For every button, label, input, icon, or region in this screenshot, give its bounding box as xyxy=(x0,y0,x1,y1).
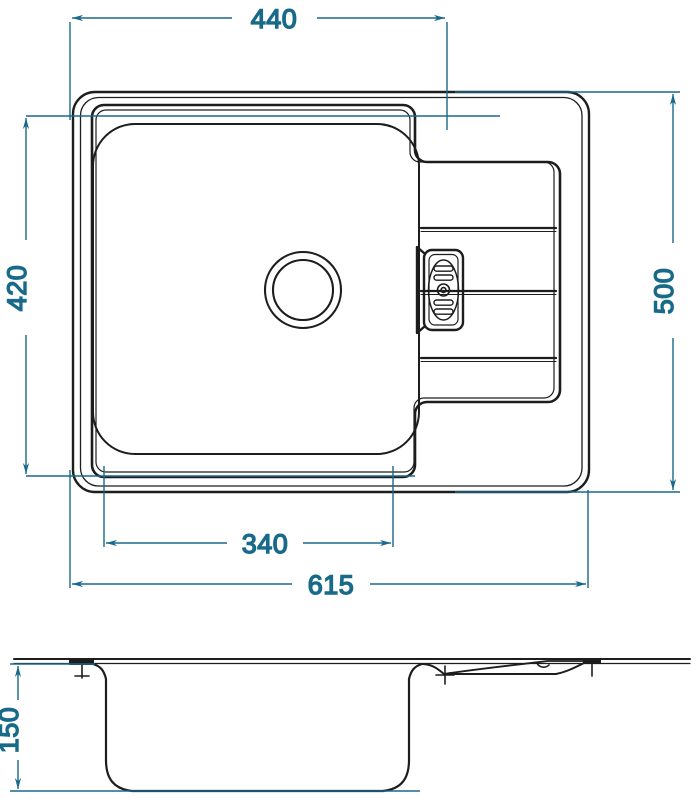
dim-615: 615 xyxy=(69,470,589,601)
plan-dimensions: 440 420 500 xyxy=(1,3,680,601)
overflow-cover xyxy=(415,245,465,335)
dim-500: 500 xyxy=(455,91,680,493)
section-drainboard-profile xyxy=(421,658,601,677)
dim-440: 440 xyxy=(69,3,448,130)
drainboard-ribs xyxy=(419,226,558,363)
drain-hole xyxy=(263,250,343,330)
section-bowl-profile xyxy=(91,662,424,793)
overflow-slots xyxy=(433,265,454,315)
dim-150: 150 xyxy=(0,663,420,792)
dim-615-label: 615 xyxy=(308,570,355,600)
dim-340: 340 xyxy=(103,466,394,560)
dim-440-label: 440 xyxy=(251,4,298,34)
plan-view xyxy=(71,90,591,494)
dim-420-label: 420 xyxy=(2,265,32,312)
section-view xyxy=(13,658,691,793)
section-dimensions: 150 xyxy=(0,663,420,792)
dim-500-label: 500 xyxy=(649,268,679,315)
dim-420: 420 xyxy=(1,115,500,477)
sink-deck-step xyxy=(90,103,562,479)
section-mounting-clip xyxy=(69,658,94,679)
section-rim-plate xyxy=(13,658,691,665)
section-center-mark xyxy=(435,665,455,685)
sink-bowl xyxy=(92,123,420,455)
dim-340-label: 340 xyxy=(242,529,289,559)
dim-150-label: 150 xyxy=(0,707,24,754)
